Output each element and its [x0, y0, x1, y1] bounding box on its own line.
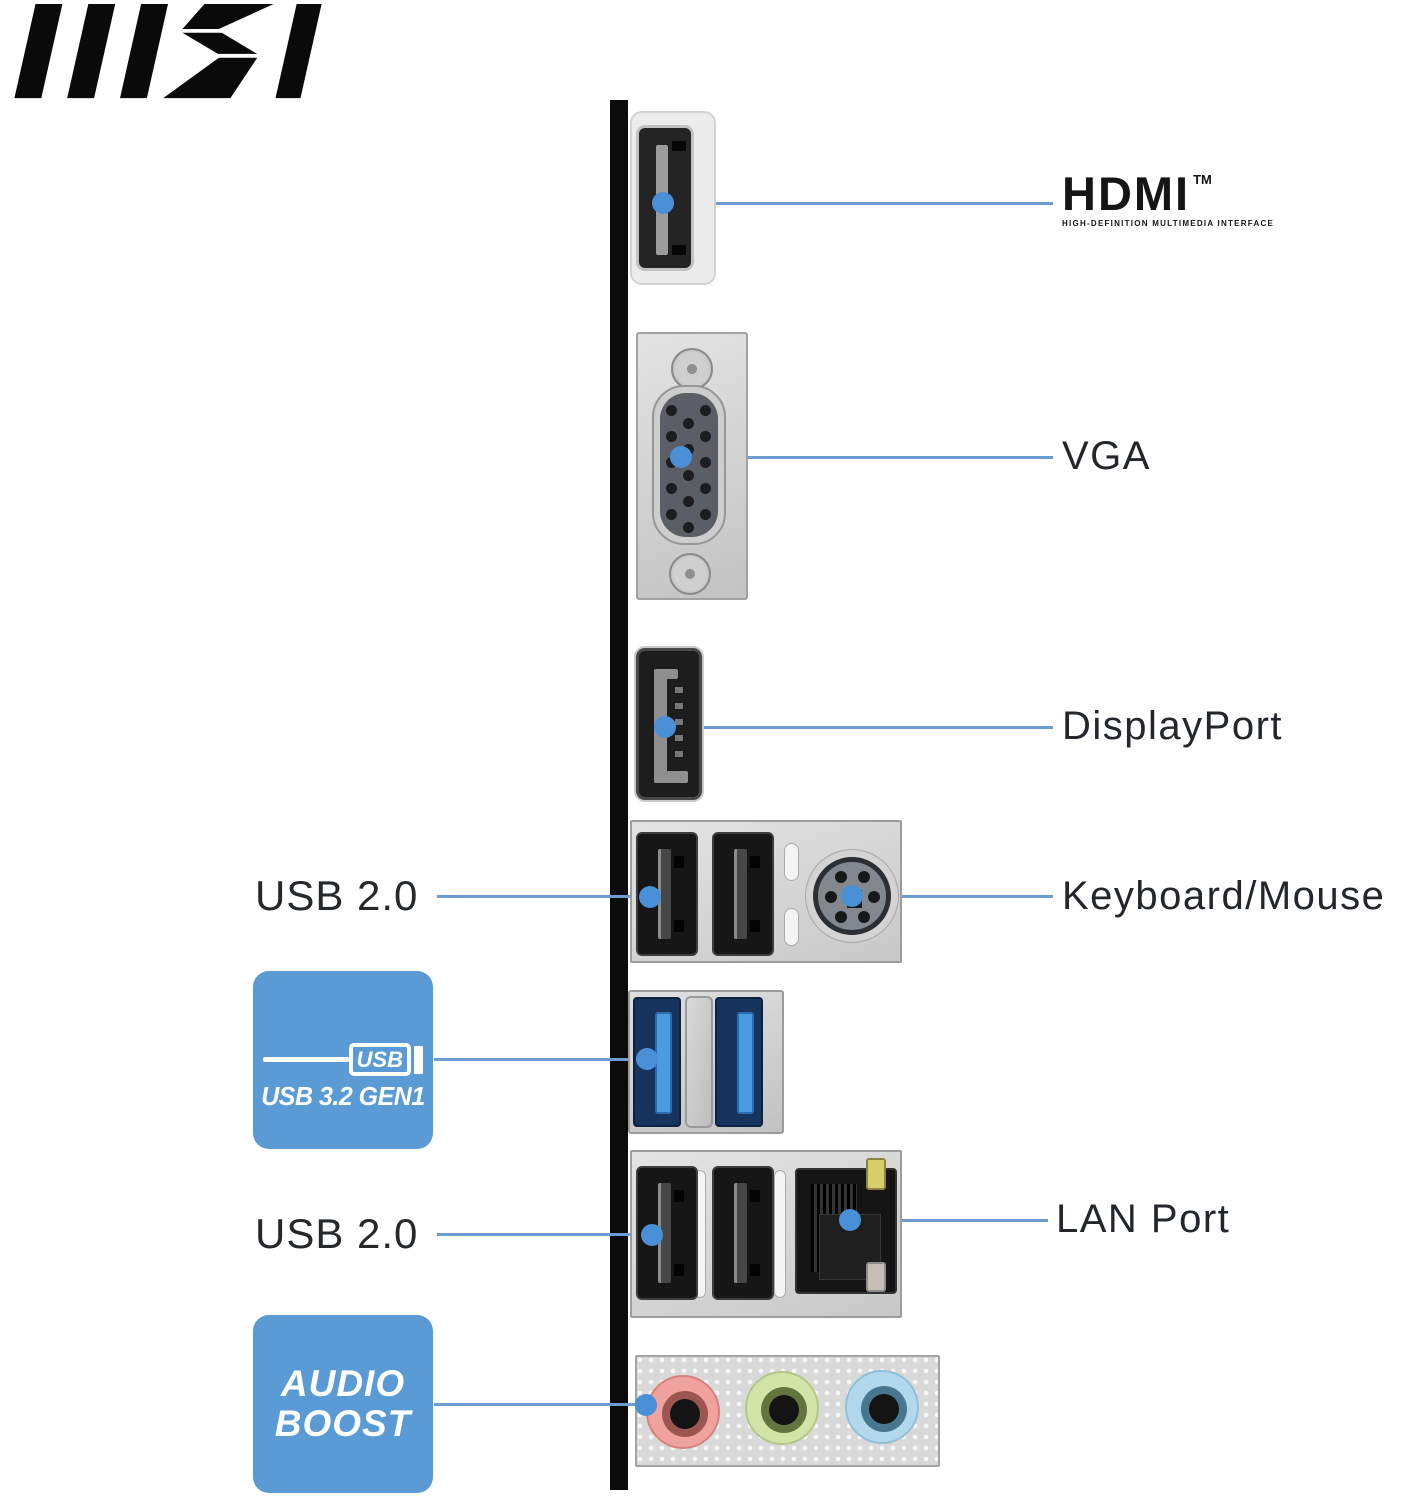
- callout-line-vga: [681, 456, 1053, 459]
- audio-boost-text: AUDIO BOOST: [253, 1315, 433, 1493]
- usb32-divider: [685, 996, 713, 1128]
- usb32-port-2: [715, 997, 763, 1127]
- callout-dot-vga: [670, 446, 692, 468]
- vga-port: [636, 332, 748, 600]
- callout-dot-usb32: [636, 1048, 658, 1070]
- hdmi-port-contact: [672, 245, 686, 255]
- callout-line-keyboard-mouse: [856, 895, 1053, 898]
- audio-boost-line2: BOOST: [274, 1403, 412, 1444]
- audio-boost-line1: AUDIO: [280, 1363, 406, 1405]
- callout-line-displayport: [665, 726, 1053, 729]
- hdmi-trademark: TM: [1193, 172, 1212, 187]
- lan-port-label: LAN Port: [1056, 1197, 1231, 1241]
- vga-label: VGA: [1062, 434, 1151, 478]
- callout-line-lan: [850, 1219, 1048, 1222]
- audio-jack-line-out: [745, 1371, 819, 1445]
- callout-dot-displayport: [654, 716, 676, 738]
- hdmi-label: HDMI TM HIGH-DEFINITION MULTIMEDIA INTER…: [1062, 167, 1282, 229]
- callout-dot-lan: [839, 1209, 861, 1231]
- hdmi-port-contact: [672, 141, 686, 151]
- usb-logo-speedline: [263, 1057, 349, 1063]
- displayport-pins: [675, 687, 683, 767]
- displayport-label: DisplayPort: [1062, 704, 1284, 748]
- usb2-port-1: [636, 832, 698, 956]
- msi-logo: [14, 4, 322, 99]
- io-shield-edge: [610, 100, 628, 1490]
- usb2-top-label: USB 2.0: [255, 872, 419, 919]
- usb-logo-tab: [414, 1045, 423, 1074]
- callout-line-hdmi: [663, 202, 1053, 205]
- usb2-bottom-label: USB 2.0: [255, 1210, 419, 1257]
- vga-screw-bottom: [669, 553, 711, 595]
- callout-line-audio: [434, 1403, 648, 1406]
- callout-dot-audio: [635, 1394, 657, 1416]
- usb32-badge: USB USB 3.2 GEN1: [253, 971, 433, 1149]
- keyboard-mouse-label: Keyboard/Mouse: [1062, 874, 1386, 918]
- usb-logo-text: USB: [348, 1043, 411, 1077]
- lan-led-link: [866, 1262, 886, 1292]
- usb32-badge-label: USB 3.2 GEN1: [261, 1081, 425, 1111]
- shield-slot: [784, 843, 799, 881]
- displayport-slot: [654, 669, 678, 679]
- callout-line-usb2-bottom: [437, 1233, 654, 1236]
- displayport-slot: [654, 771, 688, 783]
- callout-dot-usb2-top: [639, 886, 661, 908]
- callout-dot-usb2-bottom: [641, 1224, 663, 1246]
- callout-line-usb2-top: [437, 895, 652, 898]
- shield-slot: [784, 908, 799, 946]
- callout-dot-keyboard-mouse: [841, 885, 863, 907]
- hdmi-subtitle: HIGH-DEFINITION MULTIMEDIA INTERFACE: [1062, 219, 1275, 229]
- audio-jack-mic-in: [646, 1375, 720, 1449]
- vga-screw-top: [671, 348, 713, 390]
- callout-dot-hdmi: [652, 192, 674, 214]
- audio-jack-line-in: [845, 1370, 919, 1444]
- usb32-badge-logo: USB: [263, 1043, 423, 1077]
- lan-led-activity: [866, 1158, 886, 1190]
- vga-dsub-connector: [652, 385, 726, 545]
- callout-line-usb32: [434, 1058, 649, 1061]
- vga-dsub-face: [660, 393, 718, 537]
- usb2-port-4: [712, 1166, 774, 1300]
- hdmi-logo-text: HDMI: [1062, 167, 1191, 220]
- usb2-port-2: [712, 832, 774, 956]
- shield-groove: [774, 1170, 786, 1298]
- audio-boost-badge: AUDIO BOOST: [253, 1315, 433, 1493]
